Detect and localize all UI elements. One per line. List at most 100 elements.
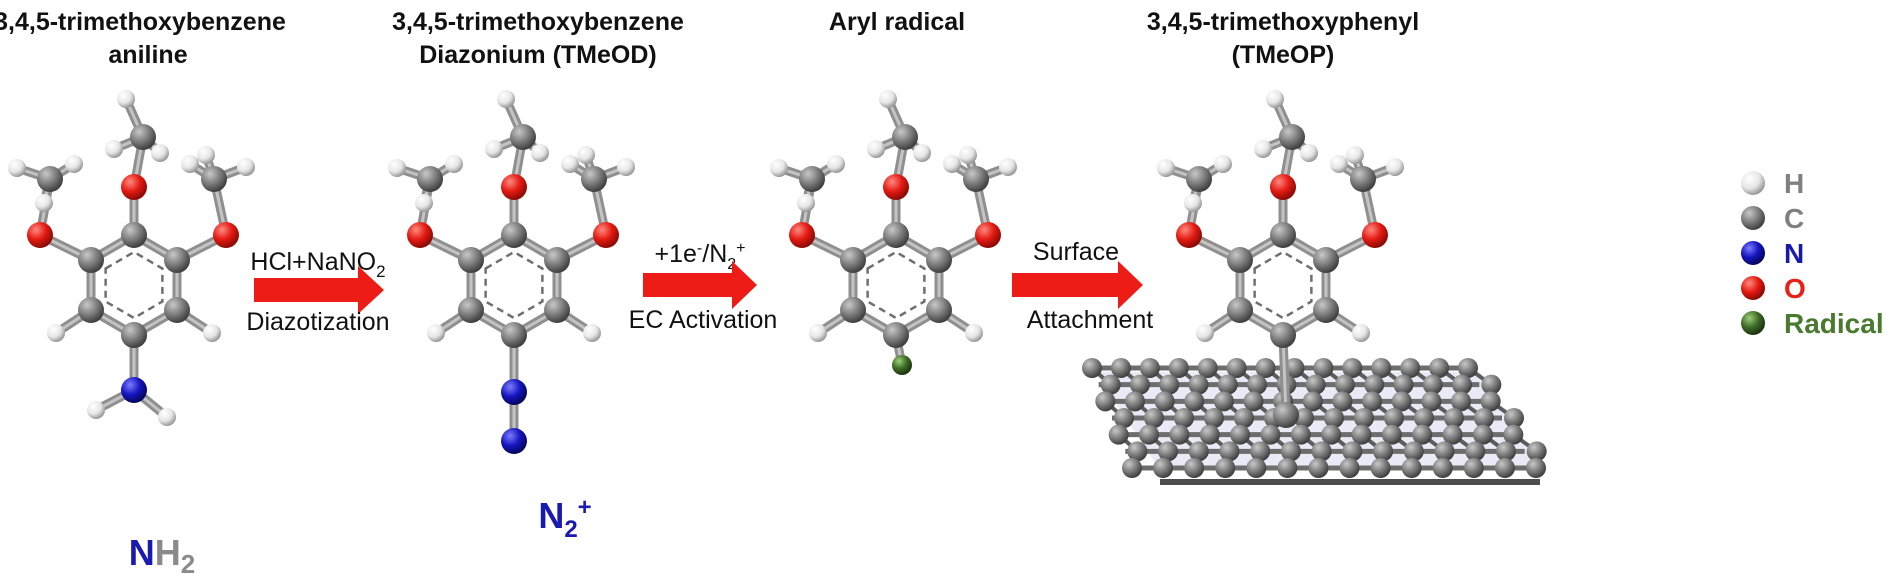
hydrogen-atom xyxy=(65,155,83,173)
graphene-carbon-atom xyxy=(1458,358,1478,378)
graphene-carbon-atom xyxy=(1421,391,1442,412)
legend-swatch-n xyxy=(1741,241,1765,265)
step-surface-attachment-arrow xyxy=(1012,261,1143,309)
graphene-carbon-atom xyxy=(1480,391,1501,412)
title-tmeop: 3,4,5-trimethoxyphenyl (TMeOP) xyxy=(1147,8,1419,69)
carbon-atom xyxy=(926,247,952,273)
graphene-carbon-atom xyxy=(1400,358,1421,378)
carbon-atom xyxy=(37,166,63,192)
graphene-carbon-atom xyxy=(1124,391,1145,412)
carbon-atom xyxy=(164,297,190,323)
hydrogen-atom xyxy=(87,401,105,419)
graphene-carbon-atom xyxy=(1100,374,1121,395)
legend-swatch-c xyxy=(1741,206,1765,230)
graphene-carbon-atom xyxy=(1095,391,1116,412)
graphene-carbon-atom xyxy=(1197,358,1218,378)
graphene-carbon-atom xyxy=(1434,441,1455,462)
graphene-carbon-atom xyxy=(1412,424,1433,445)
graphene-carbon-atom xyxy=(1188,441,1209,462)
step-diazotization-arrow xyxy=(254,266,384,314)
hydrogen-atom xyxy=(35,194,53,212)
amine-label-sub: 2 xyxy=(181,549,195,579)
hydrogen-atom xyxy=(1346,146,1364,164)
legend-label-c: C xyxy=(1784,203,1804,234)
step-ec-activation: +1e-/N2+ EC Activation xyxy=(629,240,778,334)
graphene-carbon-atom xyxy=(1503,424,1524,445)
graphene-carbon-atom xyxy=(1362,391,1383,412)
hydrogen-atom xyxy=(965,324,983,342)
hydrogen-atom xyxy=(827,155,845,173)
graphene-carbon-atom xyxy=(1403,441,1424,462)
graphene-carbon-atom xyxy=(1188,374,1209,395)
title-diazonium-line2: Diazonium (TMeOD) xyxy=(419,41,657,69)
carbon-atom xyxy=(883,322,909,348)
hydrogen-atom xyxy=(427,324,445,342)
graphene-carbon-atom xyxy=(1139,424,1160,445)
step-ec-activation-arrow xyxy=(643,261,757,309)
oxygen-atom xyxy=(883,174,909,200)
graphene-carbon-atom xyxy=(1308,458,1329,478)
hydrogen-atom xyxy=(8,159,26,177)
carbon-atom xyxy=(926,297,952,323)
diazonium-label-sub: 2 xyxy=(564,516,577,543)
hydrogen-atom xyxy=(1157,159,1175,177)
graphene-carbon-atom xyxy=(1302,391,1323,412)
oxygen-atom xyxy=(1270,174,1296,200)
title-aniline-line1: 3,4,5-trimethoxybenzene xyxy=(0,8,286,36)
legend-swatch-o xyxy=(1741,276,1765,300)
step-ec-activation-label: EC Activation xyxy=(629,306,778,334)
graphene-carbon-atom xyxy=(1226,358,1247,378)
hydrogen-atom xyxy=(1254,140,1272,158)
carbon-atom xyxy=(840,247,866,273)
diazonium-label-sup: + xyxy=(578,494,592,521)
graphene-carbon-atom xyxy=(1294,408,1314,428)
hydrogen-atom xyxy=(181,155,199,173)
hydrogen-atom xyxy=(47,324,65,342)
hydrogen-atom xyxy=(959,146,977,164)
oxygen-atom xyxy=(1176,222,1202,248)
graphene-carbon-atom xyxy=(1139,358,1160,378)
carbon-atom xyxy=(840,297,866,323)
carbon-atom xyxy=(544,247,570,273)
carbon-atom xyxy=(1227,297,1253,323)
diazonium-label: N2+ xyxy=(538,494,591,543)
carbon-atom xyxy=(581,166,607,192)
legend-label-radical: Radical xyxy=(1784,308,1884,339)
graphene-carbon-atom xyxy=(1219,441,1240,462)
carbon-atom xyxy=(1313,247,1339,273)
legend-label-o: O xyxy=(1784,273,1806,304)
hydrogen-atom xyxy=(617,158,635,176)
carbon-atom xyxy=(417,166,443,192)
graphene-carbon-atom xyxy=(1277,458,1298,478)
bond-highlight xyxy=(1281,333,1288,417)
hydrogen-atom xyxy=(943,155,961,173)
graphene-carbon-atom xyxy=(1332,391,1353,412)
molecule-diazonium xyxy=(388,90,635,454)
graphene-carbon-atom xyxy=(1384,408,1404,428)
step-ec-reagent-n: /N xyxy=(702,240,727,268)
graphene-carbon-atom xyxy=(1243,391,1264,412)
graphene-carbon-atom xyxy=(1247,374,1268,395)
hydrogen-atom xyxy=(497,90,515,108)
hydrogen-atom xyxy=(577,146,595,164)
molecule-tmeop xyxy=(1157,90,1404,428)
amine-label: NH2 xyxy=(129,532,195,579)
hydrogen-atom xyxy=(117,90,135,108)
graphene-carbon-atom xyxy=(1339,458,1360,478)
carbon-atom xyxy=(1270,322,1296,348)
graphene-carbon-atom xyxy=(1127,441,1148,462)
graphene-carbon-atom xyxy=(1230,424,1251,445)
title-diazonium-line1: 3,4,5-trimethoxybenzene xyxy=(392,8,684,36)
graphene-carbon-atom xyxy=(1184,458,1205,478)
legend-label-h: H xyxy=(1784,168,1804,199)
graphene-carbon-atom xyxy=(1313,358,1334,378)
hydrogen-atom xyxy=(1214,155,1232,173)
graphene-carbon-atom xyxy=(1324,408,1344,428)
graphene-carbon-atom xyxy=(1110,358,1131,378)
graphene-carbon-atom xyxy=(1451,391,1472,412)
graphene-carbon-atom xyxy=(1442,424,1463,445)
graphene-carbon-atom xyxy=(1199,424,1220,445)
graphene-carbon-atom xyxy=(1153,458,1174,478)
graphene-carbon-atom xyxy=(1422,374,1443,395)
step-diazotization-reagents: HCl+NaNO2 xyxy=(250,248,385,281)
